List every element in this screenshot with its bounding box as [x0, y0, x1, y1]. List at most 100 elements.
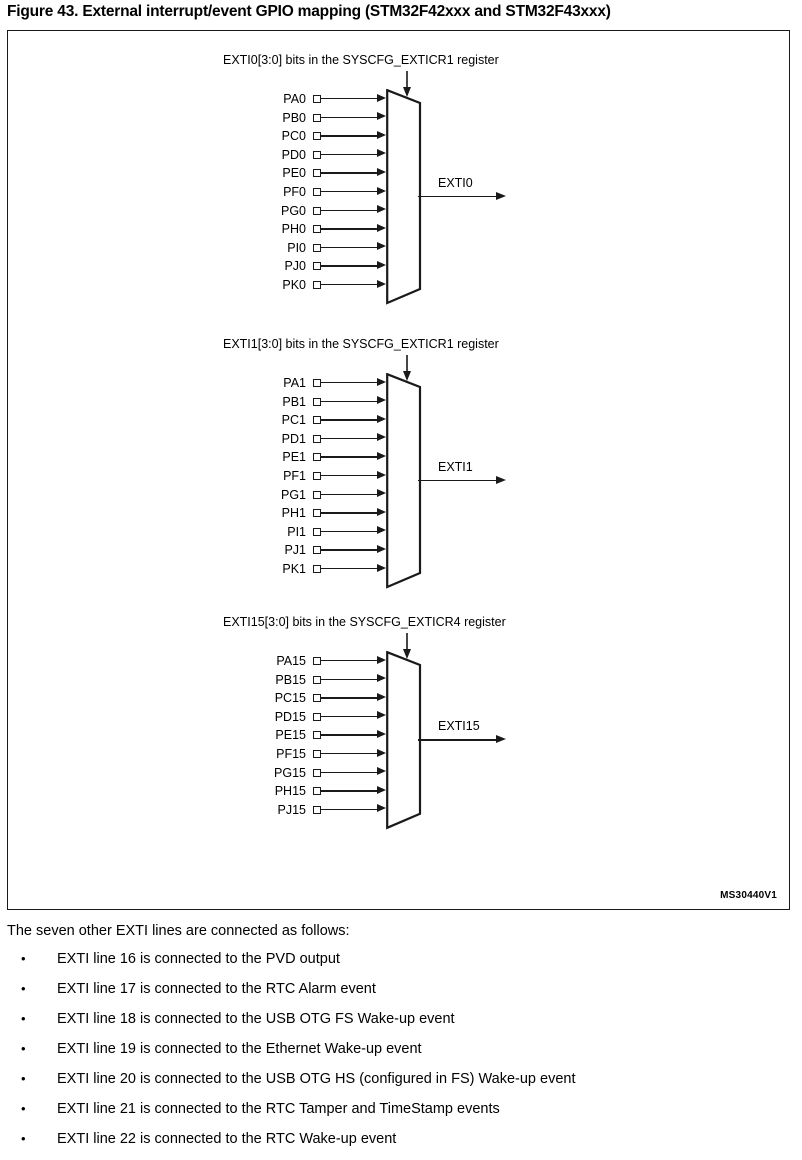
mux-input-row: PA0 — [8, 92, 789, 106]
mux-input-arrowhead-icon — [377, 785, 386, 794]
mux-output-label: EXTI0 — [438, 176, 473, 190]
list-item: •EXTI line 18 is connected to the USB OT… — [7, 1010, 797, 1028]
mux-input-row: PE15 — [8, 728, 789, 742]
gpio-pin-icon — [313, 281, 321, 289]
mux-input-wire — [321, 246, 379, 249]
bullet-dot-icon: • — [21, 1041, 26, 1056]
mux-input-arrowhead-icon — [377, 655, 386, 664]
mux-input-row: PJ0 — [8, 259, 789, 273]
mux-input-row: PH15 — [8, 784, 789, 798]
mux-input-label: PE15 — [275, 728, 306, 743]
mux-input-arrowhead-icon — [377, 729, 386, 738]
mux-input-row: PG0 — [8, 204, 789, 218]
mux-input-label: PB1 — [282, 394, 306, 409]
mux-input-row: PD15 — [8, 710, 789, 724]
mux-input-label: PC15 — [274, 691, 306, 706]
mux-input-row: PC15 — [8, 691, 789, 705]
mux-input-wire — [321, 382, 379, 384]
mux-input-label: PK0 — [282, 278, 306, 292]
gpio-pin-icon — [313, 453, 321, 462]
list-item-label: EXTI line 20 is connected to the USB OTG… — [57, 1071, 576, 1087]
mux-input-wire — [321, 790, 379, 792]
mux-input-arrowhead-icon — [377, 544, 386, 553]
list-item: •EXTI line 16 is connected to the PVD ou… — [7, 950, 797, 968]
mux-input-label: PE1 — [282, 450, 306, 465]
mux-input-row: PG1 — [8, 488, 789, 502]
mux-control-arrow-icon — [400, 633, 414, 659]
mux-input-arrowhead-icon — [377, 260, 386, 269]
mux-input-wire — [321, 153, 379, 156]
list-item: • EXTI line 21 is connected to the RTC Ta… — [7, 1100, 797, 1118]
mux-control-label: EXTI1[3:0] bits in the SYSCFG_EXTICR1 re… — [223, 337, 499, 351]
mux-output-label: EXTI15 — [438, 719, 480, 734]
mux-output-wire — [418, 480, 496, 482]
mux-input-arrowhead-icon — [377, 396, 386, 405]
mux-input-arrowhead-icon — [377, 167, 386, 176]
mux-input-row: PF1 — [8, 469, 789, 483]
gpio-pin-icon — [313, 206, 321, 215]
mux-input-arrowhead-icon — [377, 112, 386, 121]
mux-input-arrowhead-icon — [377, 414, 386, 423]
mux-input-wire — [321, 771, 379, 773]
mux-body — [386, 372, 423, 595]
mux-input-arrowhead-icon — [377, 526, 386, 535]
mux-input-arrowhead-icon — [377, 149, 386, 158]
mux-input-label: PH0 — [281, 222, 306, 237]
mux-input-arrowhead-icon — [377, 804, 386, 813]
gpio-pin-icon — [313, 434, 321, 443]
gpio-pin-icon — [313, 150, 321, 159]
mux-output-wire — [418, 196, 496, 198]
mux-input-wire — [321, 568, 379, 570]
mux-input-row: PK1 — [8, 562, 789, 576]
mux-output-arrowhead-icon — [496, 735, 506, 744]
gpio-pin-icon — [313, 694, 321, 703]
list-item: •EXTI line 17 is connected to the RTC Al… — [7, 980, 797, 998]
mux-input-arrowhead-icon — [377, 93, 386, 102]
mux-input-wire — [321, 172, 379, 174]
mux-input-label: PB15 — [275, 672, 306, 687]
mux-input-wire — [321, 475, 379, 477]
mux-input-label: PA1 — [283, 376, 306, 390]
bullet-dot-icon: • — [21, 1131, 26, 1146]
mux-input-label: PE0 — [282, 166, 306, 181]
mux-input-wire — [321, 530, 379, 533]
list-item-label: EXTI line 21 is connected to the RTC Tam… — [57, 1101, 500, 1117]
mux-input-arrowhead-icon — [377, 433, 386, 442]
mux-input-label: PK1 — [282, 562, 306, 576]
gpio-pin-icon — [313, 416, 321, 425]
mux-input-wire — [321, 678, 379, 680]
mux-input-row: PJ15 — [8, 803, 789, 817]
mux-input-label: PA15 — [276, 654, 306, 668]
mux-input-wire — [321, 753, 379, 755]
mux-input-row: PA1 — [8, 376, 789, 390]
mux-input-wire — [321, 660, 379, 662]
mux-input-label: PC1 — [281, 413, 306, 428]
mux-input-wire — [321, 734, 379, 736]
bullet-dot-icon: • — [21, 1101, 26, 1116]
mux-input-wire — [321, 400, 379, 402]
mux-input-row: PD1 — [8, 432, 789, 446]
mux-input-label: PH1 — [281, 506, 306, 521]
mux-input-row: PB15 — [8, 673, 789, 687]
gpio-pin-icon — [313, 243, 321, 252]
mux-input-wire — [321, 135, 379, 137]
mux-input-wire — [321, 265, 379, 267]
gpio-pin-icon — [313, 188, 321, 196]
mux-control-arrow-icon — [400, 71, 414, 97]
mux-input-wire — [321, 808, 379, 811]
mux-input-arrowhead-icon — [377, 130, 386, 139]
mux-input-label: PJ15 — [277, 802, 307, 817]
mux-input-row: PK0 — [8, 278, 789, 292]
mux-input-wire — [321, 209, 379, 211]
gpio-pin-icon — [313, 397, 321, 406]
mux-output-label: EXTI1 — [438, 460, 473, 474]
mux-input-row: PJ1 — [8, 543, 789, 557]
body-text-block: The seven other EXTI lines are connected… — [7, 922, 797, 1160]
gpio-pin-icon — [313, 225, 321, 234]
intro-line: The seven other EXTI lines are connected… — [7, 923, 350, 939]
mux-control-label: EXTI0[3:0] bits in the SYSCFG_EXTICR1 re… — [223, 53, 499, 67]
mux-input-label: PF0 — [283, 185, 306, 199]
bullet-dot-icon: • — [21, 951, 26, 966]
mux-input-label: PI1 — [287, 524, 306, 539]
mux-input-wire — [321, 191, 379, 193]
